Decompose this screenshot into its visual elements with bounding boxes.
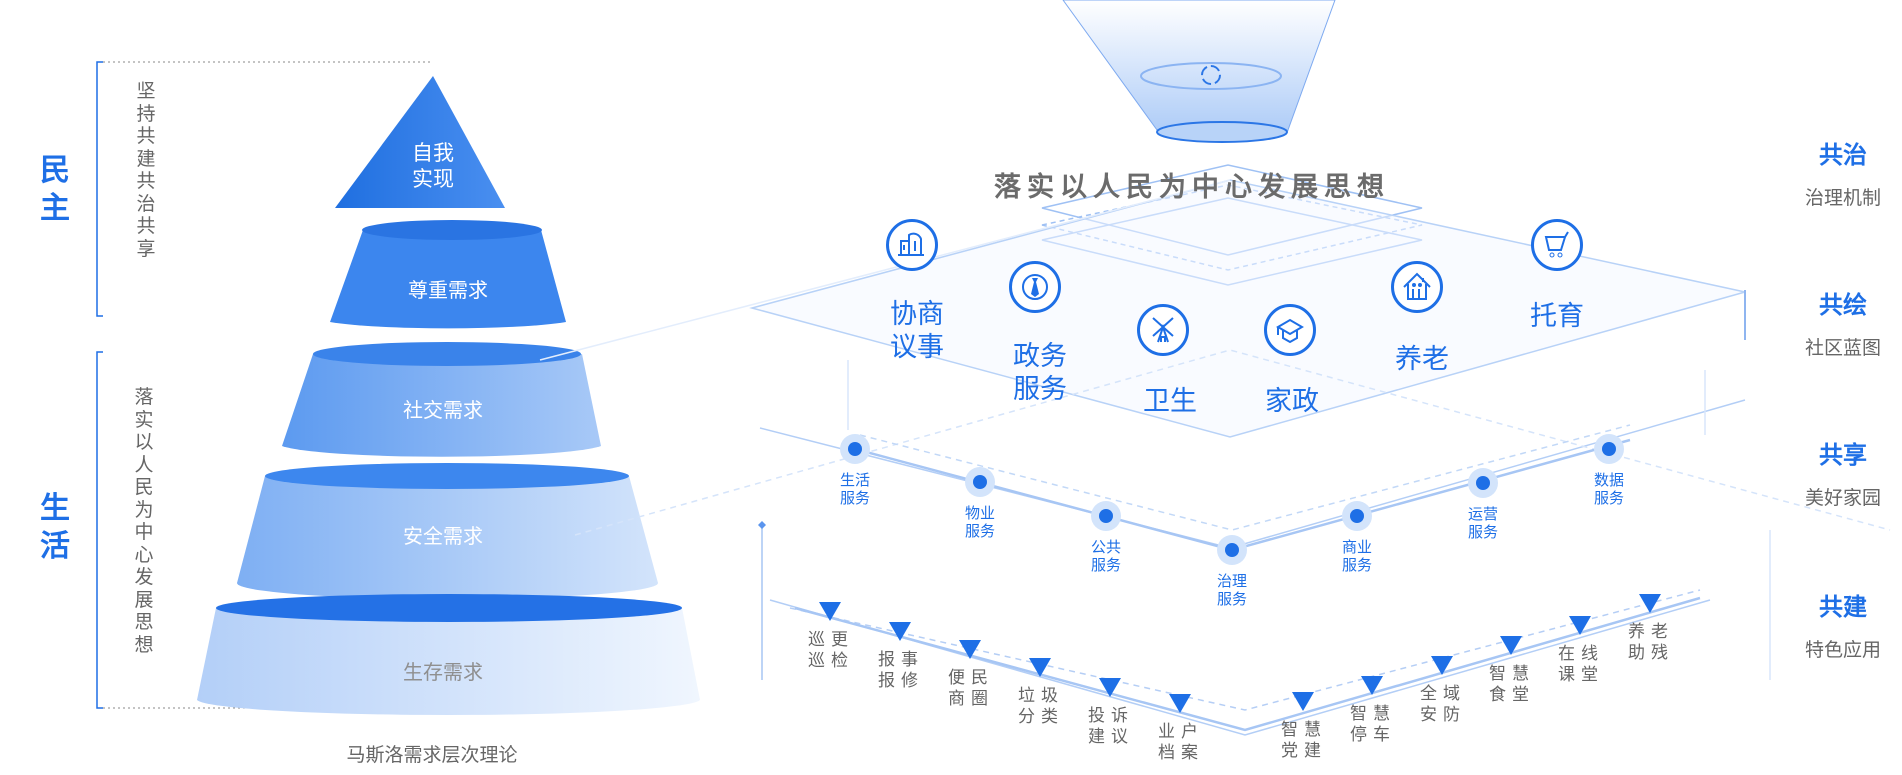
- life-label: 生活: [40, 491, 70, 564]
- app-marker-triangle: [889, 622, 911, 641]
- app-marker-triangle: [1361, 676, 1383, 695]
- app-markers: [819, 594, 1661, 713]
- service-label: 家政: [1265, 386, 1319, 417]
- bracket-democracy: [96, 61, 103, 317]
- app-marker-triangle: [959, 640, 981, 659]
- service-label: 卫生: [1143, 386, 1197, 417]
- pyramid-caption: 马斯洛需求层次理论: [346, 744, 518, 766]
- platform-service-label: 公共服务: [1090, 538, 1121, 574]
- pyramid-level-survival: [197, 594, 700, 715]
- pillar-description: 特色应用: [1804, 639, 1881, 661]
- pyramid-level-self-actualization: [335, 76, 505, 208]
- buildings-icon: [886, 219, 938, 271]
- app-marker-triangle: [1500, 636, 1522, 655]
- app-label: 养老助残: [1628, 622, 1674, 663]
- service-dot: [1476, 476, 1490, 490]
- bracket-life: [96, 351, 103, 709]
- service-dot: [1225, 543, 1239, 557]
- app-label: 智慧停车: [1350, 704, 1396, 745]
- app-label: 垃圾分类: [1018, 686, 1064, 727]
- pillar-description: 美好家园: [1804, 487, 1881, 509]
- platform-service-label: 治理服务: [1216, 572, 1247, 608]
- democracy-label: 民主: [40, 153, 70, 226]
- app-marker-triangle: [1639, 594, 1661, 613]
- app-label: 智慧食堂: [1489, 664, 1535, 705]
- pyramid-level-safety: [237, 463, 658, 600]
- app-marker-triangle: [1431, 656, 1453, 675]
- platform-planes: [539, 179, 1891, 736]
- democracy-description: 坚持共建共治共享: [136, 80, 156, 260]
- service-label: 协商议事: [890, 299, 944, 363]
- service-dot: [1602, 442, 1616, 456]
- pillar-description: 社区蓝图: [1804, 337, 1881, 359]
- pyramid-label-safety: 安全需求: [403, 524, 483, 548]
- center-title: 落实以人民为中心发展思想: [994, 172, 1390, 203]
- service-label: 政务服务: [1013, 341, 1067, 405]
- app-label: 便民商圈: [948, 668, 994, 709]
- app-label: 在线课堂: [1558, 644, 1604, 685]
- pyramid-label-esteem: 尊重需求: [408, 278, 488, 302]
- service-dot: [1099, 509, 1113, 523]
- service-dots: [840, 434, 1624, 565]
- pillar-description: 治理机制: [1804, 187, 1881, 209]
- service-label: 养老: [1395, 344, 1449, 375]
- service-dot: [973, 475, 987, 489]
- funnel-graphic: [1062, 0, 1336, 143]
- pillar-title: 共享: [1819, 441, 1867, 469]
- service-dot: [1350, 509, 1364, 523]
- windmill-icon: [1137, 304, 1189, 356]
- pyramid-level-social: [282, 342, 601, 457]
- app-label: 报事报修: [878, 650, 924, 691]
- app-marker-triangle: [819, 602, 841, 621]
- app-marker-triangle: [1569, 616, 1591, 635]
- app-marker-triangle: [1292, 692, 1314, 711]
- service-label: 托育: [1530, 301, 1584, 332]
- pillar-title: 共绘: [1819, 291, 1867, 319]
- app-marker-triangle: [1169, 694, 1191, 713]
- app-marker-triangle: [1099, 678, 1121, 697]
- elderly-home-icon: [1391, 261, 1443, 313]
- app-label: 业户档案: [1158, 722, 1204, 763]
- platform-service-label: 数据服务: [1593, 471, 1624, 507]
- pyramid-label-social: 社交需求: [403, 398, 483, 422]
- pillar-title: 共治: [1819, 141, 1867, 169]
- app-marker-triangle: [1029, 658, 1051, 677]
- platform-service-label: 商业服务: [1341, 538, 1372, 574]
- cart-icon: [1531, 219, 1583, 271]
- app-label: 投诉建议: [1088, 706, 1134, 747]
- graduation-cap-icon: [1264, 304, 1316, 356]
- app-label: 智慧党建: [1281, 720, 1327, 761]
- app-label: 全域安防: [1420, 684, 1466, 725]
- platform-service-label: 生活服务: [839, 471, 870, 507]
- tie-icon: [1009, 261, 1061, 313]
- life-description: 落实以人民为中心发展思想: [134, 386, 154, 656]
- pyramid-label-self-actualization: 自我实现: [412, 141, 454, 191]
- pillar-title: 共建: [1819, 593, 1867, 621]
- platform-service-label: 运营服务: [1467, 505, 1498, 541]
- platform-service-label: 物业服务: [964, 504, 995, 540]
- pyramid-label-survival: 生存需求: [403, 660, 483, 684]
- app-label: 巡更巡检: [808, 630, 854, 671]
- service-dot: [848, 442, 862, 456]
- pyramid-level-esteem: [330, 220, 566, 329]
